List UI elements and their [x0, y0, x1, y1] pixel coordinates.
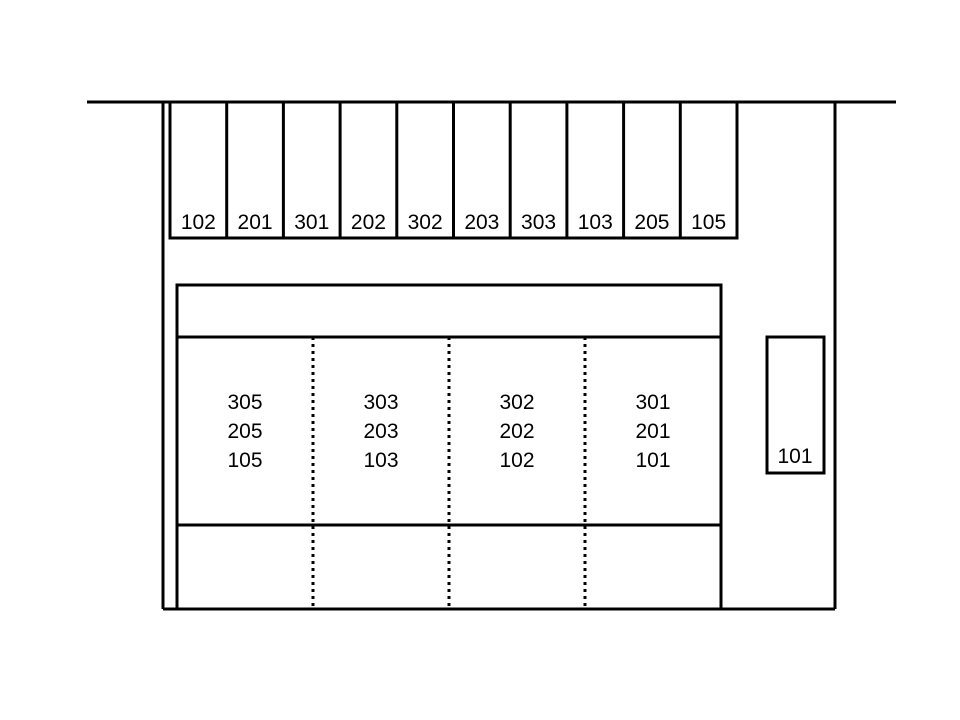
- side-box-label: 101: [777, 445, 812, 468]
- parking-slot-label: 205: [634, 211, 669, 234]
- room-number-label: 203: [363, 420, 398, 443]
- parking-slot-label: 102: [181, 211, 216, 234]
- parking-area: 102 201 301 202 302 203 303 103 205 105: [168, 100, 739, 240]
- unit-dividers: [311, 337, 587, 609]
- parking-slot-label: 301: [294, 211, 329, 234]
- unit-labels: 305 205 105 303 203 103 302 202 102 301 201 101: [227, 391, 670, 472]
- side-box: 101: [765, 335, 826, 475]
- room-number-label: 101: [635, 449, 670, 472]
- parking-labels: 102 201 301 202 302 203 303 103 205 105: [181, 211, 726, 234]
- room-number-label: 103: [363, 449, 398, 472]
- room-number-label: 205: [227, 420, 262, 443]
- parking-slot-label: 302: [408, 211, 443, 234]
- parking-slot-label: 202: [351, 211, 386, 234]
- room-number-label: 305: [227, 391, 262, 414]
- building-header-band: [175, 283, 723, 339]
- parking-dividers: [225, 102, 682, 238]
- parking-slot-label: 103: [578, 211, 613, 234]
- room-number-label: 105: [227, 449, 262, 472]
- room-number-label: 202: [499, 420, 534, 443]
- building: 305 205 105 303 203 103 302 202 102 301 201 101: [175, 283, 723, 611]
- room-number-label: 201: [635, 420, 670, 443]
- parking-slot-label: 201: [238, 211, 273, 234]
- room-number-label: 102: [499, 449, 534, 472]
- side-box-outline: [765, 335, 826, 475]
- room-number-label: 301: [635, 391, 670, 414]
- parking-slot-label: 303: [521, 211, 556, 234]
- room-number-label: 302: [499, 391, 534, 414]
- parking-slot-label: 105: [691, 211, 726, 234]
- parking-slot-label: 203: [464, 211, 499, 234]
- room-number-label: 303: [363, 391, 398, 414]
